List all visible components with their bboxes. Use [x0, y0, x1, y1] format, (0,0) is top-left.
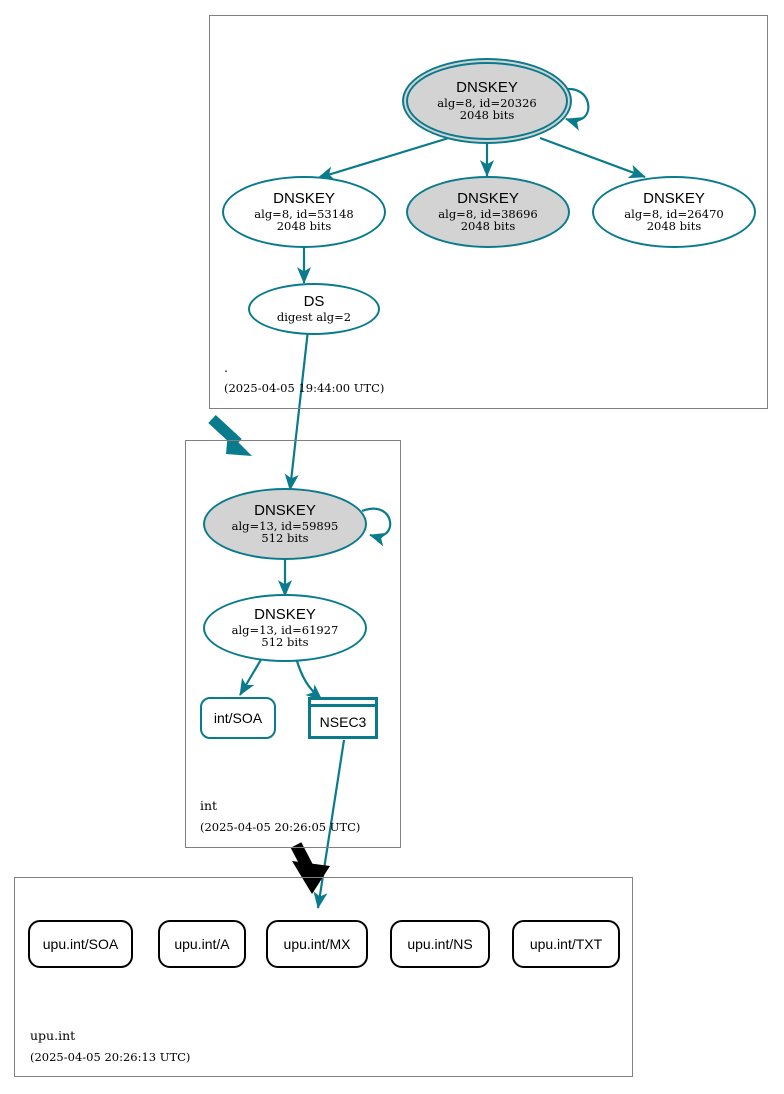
node-root-dnskey-38696[interactable]: DNSKEY alg=8, id=38696 2048 bits — [406, 176, 570, 248]
zone-box-upu-int — [14, 877, 633, 1077]
node-root-ds[interactable]: DS digest alg=2 — [248, 283, 380, 335]
zone-timestamp-int: (2025-04-05 20:26:05 UTC) — [200, 820, 361, 834]
edge-int-ksk-selfsign — [361, 507, 392, 547]
node-root-ds-text: DS digest alg=2 — [276, 293, 352, 324]
node-root-dnskey-53148-text: DNSKEY alg=8, id=53148 2048 bits — [254, 189, 354, 234]
node-upu-int-mx-label: upu.int/MX — [283, 936, 351, 952]
node-int-dnskey-61927[interactable]: DNSKEY alg=13, id=61927 512 bits — [203, 594, 367, 662]
node-int-soa-label: int/SOA — [213, 710, 263, 726]
zone-label-root: . — [224, 360, 228, 375]
node-upu-int-ns-label: upu.int/NS — [407, 936, 473, 952]
node-upu-int-mx-rrset[interactable]: upu.int/MX — [266, 920, 368, 968]
node-upu-int-a-rrset[interactable]: upu.int/A — [158, 920, 246, 968]
node-upu-int-txt-rrset[interactable]: upu.int/TXT — [512, 920, 620, 968]
node-upu-int-soa-rrset[interactable]: upu.int/SOA — [28, 920, 133, 968]
node-root-ksk-text: DNSKEY alg=8, id=20326 2048 bits — [437, 78, 537, 123]
nsec3-top-bar — [311, 700, 375, 707]
node-int-dnskey-59895[interactable]: DNSKEY alg=13, id=59895 512 bits — [203, 488, 367, 560]
node-upu-int-a-label: upu.int/A — [174, 936, 230, 952]
edge-root-ksk-selfsign — [555, 88, 590, 131]
zone-box-root — [209, 15, 768, 409]
node-root-dnskey-26470-text: DNSKEY alg=8, id=26470 2048 bits — [624, 189, 724, 234]
edge-int-zsk-to-soa — [239, 657, 263, 696]
node-int-dnskey-61927-text: DNSKEY alg=13, id=61927 512 bits — [231, 605, 339, 650]
node-upu-int-soa-label: upu.int/SOA — [42, 936, 119, 952]
delegation-arrow-root-to-int-head — [226, 432, 252, 456]
node-int-nsec3[interactable]: NSEC3 — [308, 697, 378, 739]
edge-root-ksk-to-53148 — [317, 135, 453, 181]
edge-ds-to-int-dnskey — [284, 329, 310, 491]
node-root-dnskey-53148[interactable]: DNSKEY alg=8, id=53148 2048 bits — [222, 176, 386, 248]
node-root-ksk[interactable]: DNSKEY alg=8, id=20326 2048 bits — [406, 62, 568, 140]
edge-nsec3-to-upu-int — [313, 739, 346, 909]
node-int-dnskey-59895-text: DNSKEY alg=13, id=59895 512 bits — [231, 501, 339, 546]
node-int-nsec3-label: NSEC3 — [319, 713, 367, 730]
zone-label-int: int — [200, 798, 218, 813]
node-root-dnskey-26470[interactable]: DNSKEY alg=8, id=26470 2048 bits — [592, 176, 756, 248]
zone-box-int — [185, 440, 401, 848]
node-int-soa-rrset[interactable]: int/SOA — [200, 697, 276, 739]
zone-label-upu-int: upu.int — [30, 1028, 76, 1043]
node-upu-int-ns-rrset[interactable]: upu.int/NS — [390, 920, 490, 968]
zone-timestamp-root: (2025-04-05 19:44:00 UTC) — [224, 381, 385, 395]
zone-timestamp-upu-int: (2025-04-05 20:26:13 UTC) — [30, 1050, 191, 1064]
node-upu-int-txt-label: upu.int/TXT — [529, 936, 603, 952]
node-root-dnskey-38696-text: DNSKEY alg=8, id=38696 2048 bits — [438, 189, 538, 234]
edge-root-ksk-to-26470 — [539, 136, 646, 179]
